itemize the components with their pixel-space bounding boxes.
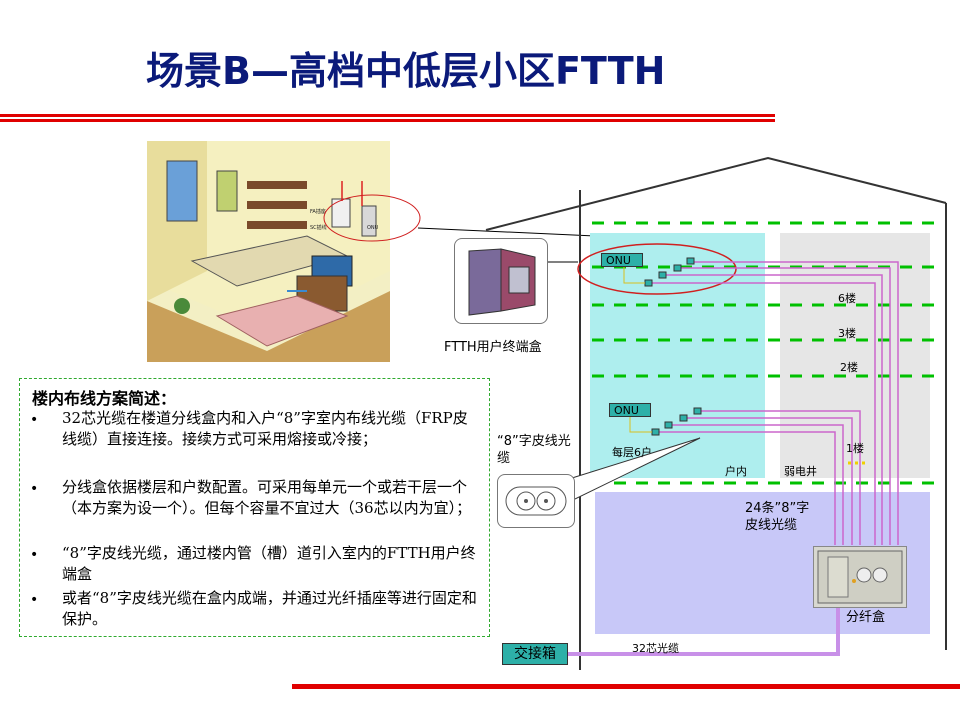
- description-item-2: 分线盒依据楼层和户数配置。可采用每单元一个或若干层一个（本方案为设一个）。但每个…: [62, 478, 472, 517]
- fa-socket-label: FA插座: [310, 208, 326, 215]
- floor-3-label: 3楼: [838, 327, 856, 340]
- floor-1-label: 1楼: [846, 442, 864, 455]
- shaft-zone: [780, 233, 930, 478]
- low-floor-cables: [655, 410, 861, 545]
- indoor-zone: [590, 233, 765, 478]
- bullet-3: •: [30, 547, 39, 563]
- description-item-3: “8”字皮线光缆，通过楼内管（槽）道引入室内的FTTH用户终端盒: [62, 544, 476, 583]
- room-illustration: FA插座 SC插线 ONU: [147, 141, 390, 362]
- per-floor-label: 每层6户: [612, 446, 652, 459]
- floor-2-label: 2楼: [840, 361, 858, 374]
- ftth-box-label: FTTH用户终端盒: [444, 340, 542, 355]
- ftth-terminal-box-image: [454, 238, 548, 324]
- bullet-4: •: [30, 592, 39, 608]
- trunk-cable: [566, 606, 840, 656]
- trunk-cable-label: 32芯光缆: [632, 642, 679, 655]
- top-floor-cables: [650, 261, 899, 545]
- room-onu-callout: [323, 194, 421, 242]
- sc-cord-label: SC插线: [310, 224, 327, 231]
- indoor-label: 户内: [725, 465, 747, 478]
- description-heading: 楼内布线方案简述：: [32, 389, 177, 408]
- splitter-label: 分纤盒: [846, 610, 886, 625]
- description-box: 楼内布线方案简述： • 32芯光缆在楼道分线盒内和入户“8”字室内布线光缆（FR…: [19, 378, 490, 637]
- floor-6-label: 6楼: [838, 292, 856, 305]
- splitter-box-image: [813, 546, 907, 608]
- page-title: 场景B—高档中低层小区FTTH: [146, 49, 666, 93]
- shaft-label: 弱电井: [784, 465, 817, 478]
- bullet-1: •: [30, 412, 39, 428]
- cables24-label: 24条”8”字皮线光缆: [745, 501, 810, 533]
- title-rule: [0, 114, 775, 122]
- figure8-cable-image: [497, 474, 575, 528]
- bottom-rule: [292, 684, 960, 689]
- onu-top: ONU: [601, 253, 643, 267]
- description-item-4: 或者“8”字皮线光缆在盒内成端，并通过光纤插座等进行固定和保护。: [62, 589, 477, 628]
- bullet-2: •: [30, 481, 39, 497]
- cable-label: “8”字皮线光缆: [497, 434, 571, 466]
- roof: [485, 156, 947, 231]
- onu-top-callout: [577, 243, 737, 295]
- onu-photo-label: ONU: [367, 225, 379, 231]
- cross-connect-box: 交接箱: [502, 643, 568, 665]
- description-item-1: 32芯光缆在楼道分线盒内和入户“8”字室内布线光缆（FRP皮线缆）直接连接。接续…: [62, 409, 468, 448]
- onu-bottom: ONU: [609, 403, 651, 417]
